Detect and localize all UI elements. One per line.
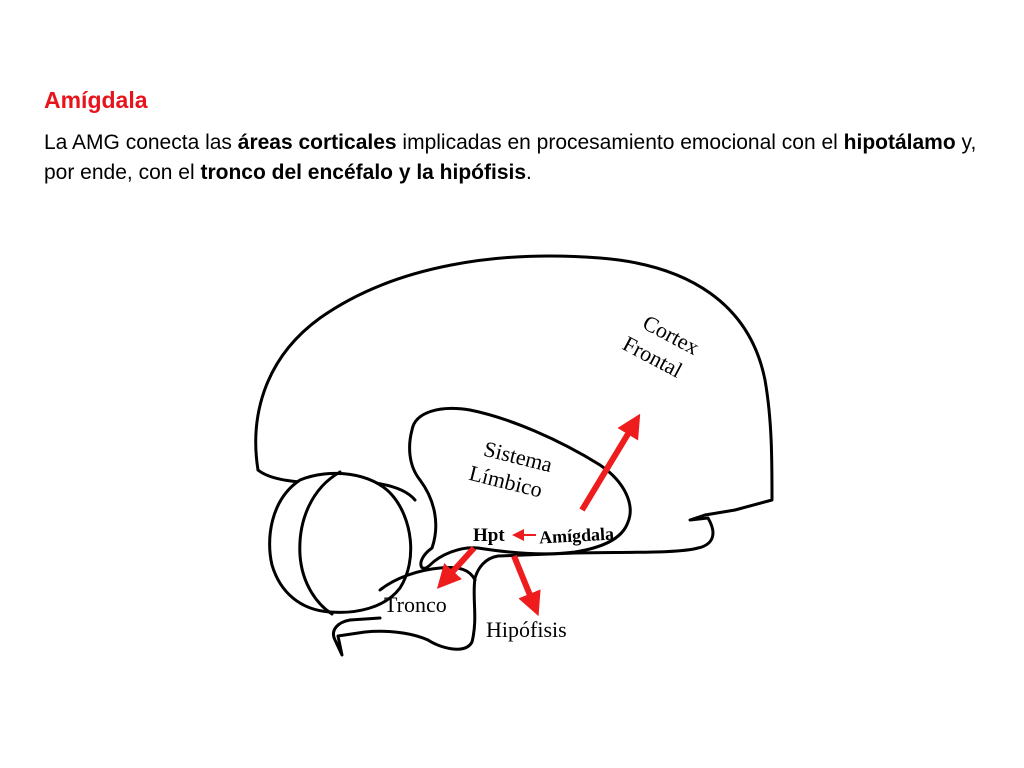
- label-hipofisis: Hipófisis: [486, 617, 567, 642]
- label-tronco: Tronco: [384, 592, 447, 617]
- cerebellum-inner-fold: [298, 470, 342, 616]
- description-text: y, por ende, con el: [44, 131, 977, 184]
- description-text: implicadas en procesamiento emocional co…: [396, 131, 844, 154]
- description-emphasis: tronco del encéfalo y la hipófisis: [200, 161, 527, 184]
- arrow-to-hipofisis: [511, 554, 541, 617]
- description-emphasis: hipotálamo: [843, 131, 956, 154]
- label-amygdala: Amígdala: [539, 524, 615, 548]
- description-text: .: [526, 161, 532, 184]
- description-paragraph: La AMG conecta las áreas corticales impl…: [44, 128, 1004, 188]
- description-text: La AMG conecta las: [44, 131, 238, 154]
- page-title: Amígdala: [44, 87, 148, 113]
- label-hpt: Hpt: [473, 525, 505, 546]
- cerebrum-outline: [254, 254, 774, 657]
- limbic-system-outline: [408, 406, 632, 570]
- arrow-to-cortex: [579, 413, 641, 512]
- description-emphasis: áreas corticales: [237, 131, 397, 154]
- arrow-to-tronco: [436, 545, 477, 589]
